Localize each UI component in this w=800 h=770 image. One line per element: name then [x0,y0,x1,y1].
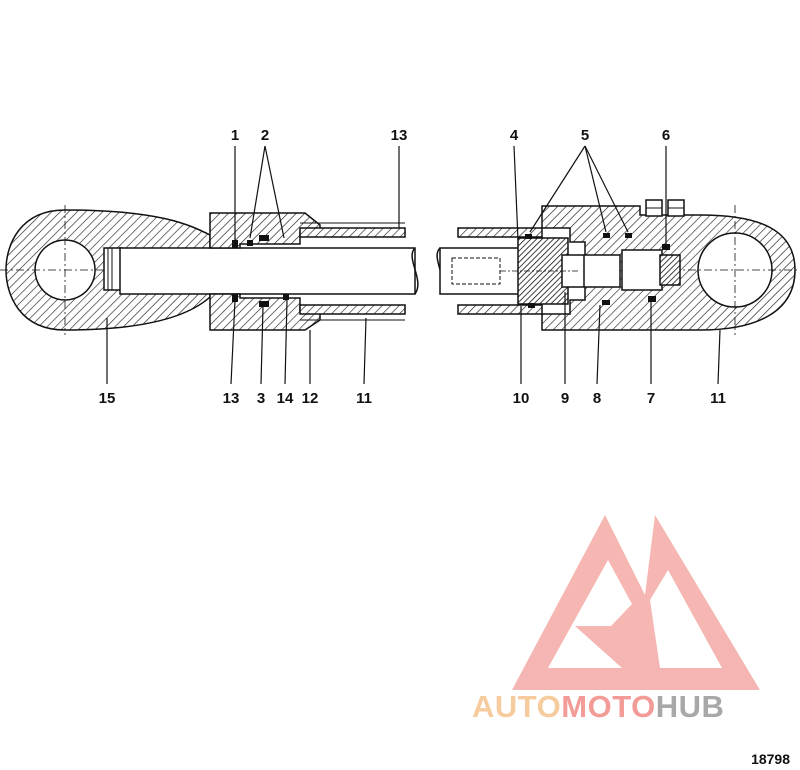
callout-13-bottom: 13 [223,390,240,407]
seal-5b [603,233,610,238]
left-assembly [0,205,419,335]
right-tube-top [457,227,543,238]
callout-4: 4 [510,127,519,144]
callout-7: 7 [647,390,655,407]
seal-3 [259,301,269,307]
rod-break-left [411,247,419,295]
callout-3: 3 [257,390,265,407]
callout-10: 10 [513,390,530,407]
seal-10 [528,303,535,308]
cylinder-tube-bottom [299,304,406,315]
callout-13-top: 13 [391,127,408,144]
valve-plug [621,249,663,291]
watermark-triangle-mark [512,515,760,690]
seal-5a [525,234,532,239]
callout-14: 14 [277,390,294,407]
seal-7 [648,296,656,302]
seal-13 [232,294,238,302]
callout-labels: 1 2 13 4 5 6 15 13 3 14 12 11 10 9 8 7 1… [99,127,726,407]
callout-11-right: 11 [710,390,726,407]
watermark-text: AUTOMOTOHUB [472,689,724,724]
seal-14 [283,294,289,300]
watermark-moto: MOTO [561,689,655,724]
seal-1 [232,240,238,248]
gland-housing-top [209,212,321,249]
right-tube-bottom [457,304,543,315]
figure-number: 18798 [751,751,790,767]
callout-11-left: 11 [356,390,372,407]
right-assembly [436,199,800,335]
callout-15: 15 [99,390,116,407]
seal-5c [625,233,632,238]
seal-8 [602,300,610,305]
callout-1: 1 [231,127,239,144]
callout-2: 2 [261,127,269,144]
seal-2b [259,235,269,241]
callout-9: 9 [561,390,569,407]
callout-8: 8 [593,390,601,407]
watermark-logo: AUTOMOTOHUB [472,515,760,724]
watermark-hub: HUB [656,689,725,724]
callout-5: 5 [581,127,589,144]
piston-rod [119,247,416,295]
seal-2a [247,240,253,246]
cylinder-tube-top [299,227,406,238]
seal-6 [662,244,670,250]
callout-6: 6 [662,127,670,144]
callout-12: 12 [302,390,319,407]
leader-lines [106,145,721,385]
watermark-auto: AUTO [472,689,561,724]
